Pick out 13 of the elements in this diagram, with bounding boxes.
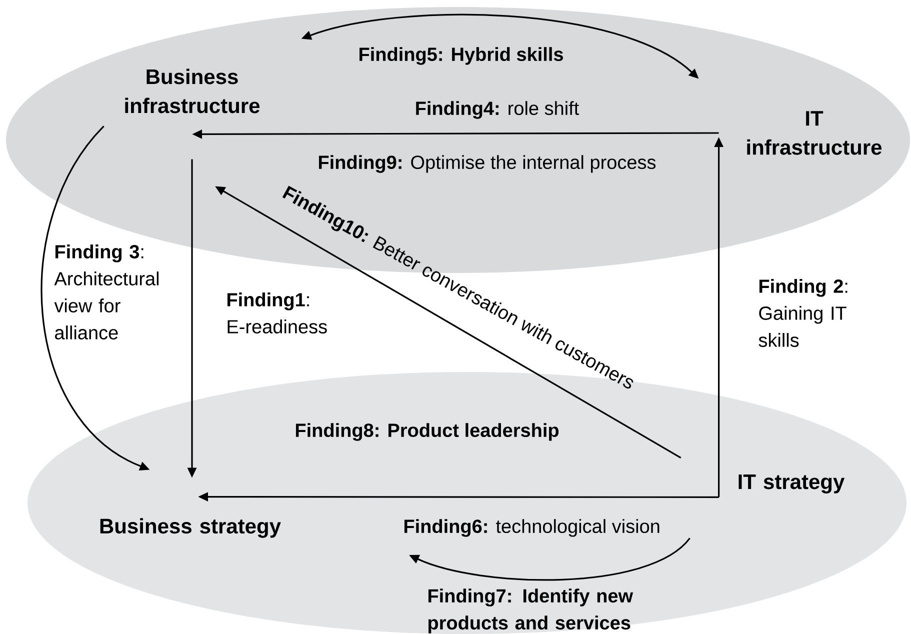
node-label: Business infrastructure [125, 68, 260, 114]
edge-label: Finding1: E-readiness [227, 292, 327, 334]
finding-label: Finding9: Optimise the internal process [319, 155, 656, 173]
edge-label: Finding 3: Architectural view for alliance [54, 244, 159, 340]
edge-label: Finding 2: Gaining IT skills [758, 279, 848, 347]
node-label: IT strategy [738, 474, 845, 494]
node-label: Business strategy [100, 518, 281, 538]
edge-label: Finding5: Hybrid skills [360, 47, 563, 65]
edge-label: Finding4: role shift [416, 101, 579, 119]
edge-label: Finding7: Identify new products and services [428, 588, 634, 634]
edge-label: Finding8: Product leadership [296, 423, 559, 441]
node-label: IT infrastructure [747, 111, 882, 155]
finding-label: Finding6: technological vision [404, 519, 660, 537]
